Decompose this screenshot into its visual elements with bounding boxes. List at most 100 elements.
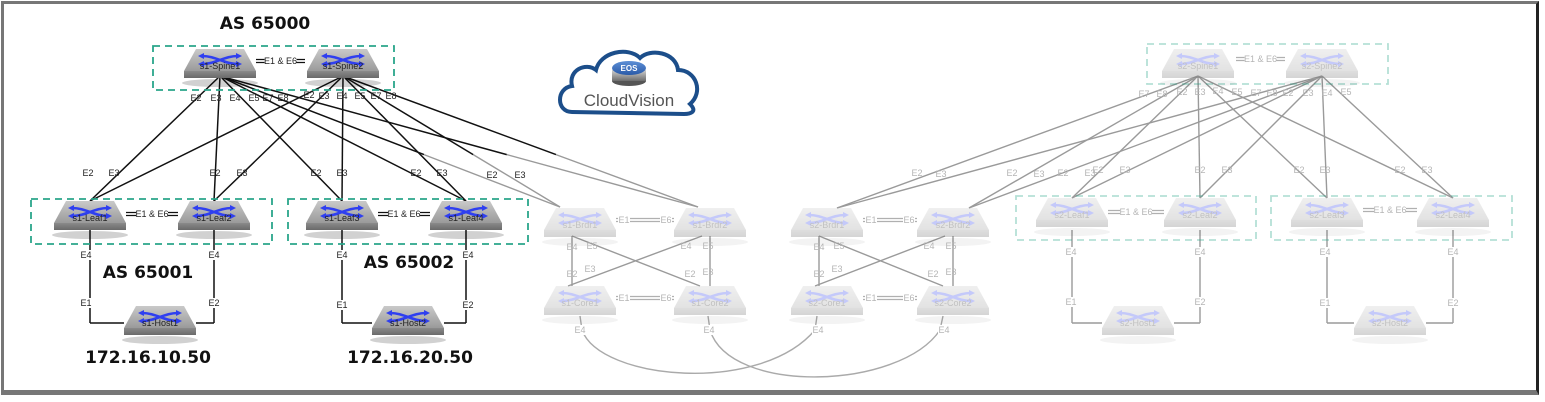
switch-label: s2-Host2 <box>1372 318 1408 328</box>
switch-s2-Leaf1[interactable]: s2-Leaf1 <box>1034 198 1110 236</box>
switch-arrows-icon <box>931 212 975 226</box>
switch-s2-Host2[interactable]: s2-Host2 <box>1352 306 1428 344</box>
spine-leaf-link <box>1197 75 1454 199</box>
eos-disk-top <box>612 61 646 75</box>
switch-arrows-icon <box>558 290 602 304</box>
port-label: E4 <box>923 241 934 251</box>
spine-border-link <box>555 153 699 208</box>
switch-s2-Leaf3[interactable]: s2-Leaf3 <box>1289 198 1365 236</box>
switch-s2-Core1[interactable]: s2-Core1 <box>789 286 865 324</box>
switch-label: s2-Spine2 <box>1302 61 1343 71</box>
port-label: E1 <box>618 293 629 303</box>
port-label: E6 <box>903 215 914 225</box>
port-label: E2 <box>190 93 201 103</box>
switch-arrows-icon <box>805 212 849 226</box>
spine-leaf-link <box>219 75 343 202</box>
port-label: E1 & E6 <box>1119 207 1152 217</box>
port-label: E2 <box>813 269 824 279</box>
switch-s1-Host1[interactable]: s1-Host1 <box>122 306 198 344</box>
switch-arrows-icon <box>192 205 236 219</box>
spine-border-link <box>472 154 561 208</box>
port-label: E4 <box>336 250 347 260</box>
port-label: E2 <box>1447 298 1458 308</box>
port-label: E5 <box>945 241 956 251</box>
spine-leaf-link <box>1197 75 1201 199</box>
port-label: E3 <box>1194 87 1205 97</box>
spine-leaf-link <box>341 75 344 202</box>
switch-s2-Spine1[interactable]: s2-Spine1 <box>1160 49 1236 87</box>
switch-s2-Leaf4[interactable]: s2-Leaf4 <box>1415 198 1491 236</box>
port-label: E2 <box>911 168 922 178</box>
port-label: E4 <box>703 325 714 335</box>
port-label: E2 <box>82 168 93 178</box>
as-groups-layer <box>30 43 1513 245</box>
port-label: E1 <box>80 298 91 308</box>
spine-border-link <box>342 75 557 156</box>
switch-label: s2-Brdr1 <box>810 220 845 230</box>
switch-s1-Host2[interactable]: s1-Host2 <box>370 306 446 344</box>
switch-s1-Leaf2[interactable]: s1-Leaf2 <box>176 201 252 239</box>
switch-s1-Core2[interactable]: s1-Core2 <box>672 286 748 324</box>
switch-s2-Host1[interactable]: s2-Host1 <box>1100 306 1176 344</box>
spine-leaf-link <box>342 75 467 202</box>
switch-s2-Brdr1[interactable]: s2-Brdr1 <box>789 208 865 246</box>
switch-s1-Core1[interactable]: s1-Core1 <box>542 286 618 324</box>
switch-arrows-icon <box>1176 53 1220 67</box>
port-label: E2 <box>566 269 577 279</box>
spine-border-link <box>423 153 561 208</box>
switch-s1-Spine2[interactable]: s1-Spine2 <box>305 49 381 87</box>
switch-s2-Core2[interactable]: s2-Core2 <box>915 286 991 324</box>
site2-leaf-group-2 <box>1270 195 1513 241</box>
port-label: E1 <box>1065 297 1076 307</box>
site2-spine-group <box>1146 43 1389 85</box>
port-label: E7 <box>1250 88 1261 98</box>
port-label: E4 <box>80 250 91 260</box>
switch-label: s1-Core1 <box>561 298 598 308</box>
switch-s1-Leaf3[interactable]: s1-Leaf3 <box>304 201 380 239</box>
port-label: E1 <box>336 300 347 310</box>
port-label: E2 <box>462 300 473 310</box>
switch-s1-Spine1[interactable]: s1-Spine1 <box>182 49 258 87</box>
spine-border-link <box>836 75 1199 209</box>
port-label: E5 <box>833 241 844 251</box>
switch-s2-Leaf2[interactable]: s2-Leaf2 <box>1162 198 1238 236</box>
port-label: E5 <box>702 241 713 251</box>
diagram-frame <box>1 1 1539 395</box>
switch-arrows-icon <box>1431 202 1475 216</box>
port-label: E1 <box>865 293 876 303</box>
switch-s1-Brdr2[interactable]: s1-Brdr2 <box>672 208 748 246</box>
port-label: E4 <box>1194 247 1205 257</box>
port-label: E5 <box>1340 87 1351 97</box>
switch-s1-Leaf4[interactable]: s1-Leaf4 <box>428 201 504 239</box>
links-layer <box>89 53 1454 378</box>
port-label: E3 <box>1033 169 1044 179</box>
switch-s1-Brdr1[interactable]: s1-Brdr1 <box>542 208 618 246</box>
spine-border-link <box>506 153 699 208</box>
spine-leaf-link <box>1071 75 1199 199</box>
port-label: E3 <box>436 168 447 178</box>
switch-arrows-icon <box>68 205 112 219</box>
switch-s2-Spine2[interactable]: s2-Spine2 <box>1284 49 1360 87</box>
port-label: E2 <box>410 168 421 178</box>
eos-disk-side <box>612 70 646 81</box>
as-65002-heading: AS 65002 <box>364 253 454 273</box>
port-label: E3 <box>108 168 119 178</box>
spine-leaf-link <box>1197 75 1328 199</box>
host1-ip-label: 172.16.10.50 <box>85 348 211 368</box>
port-label: E1 <box>1319 298 1330 308</box>
switch-arrows-icon <box>321 53 365 67</box>
core-interconnect-link <box>707 315 944 378</box>
spine-leaf-link <box>89 75 344 202</box>
port-label: E3 <box>336 168 347 178</box>
port-label: E2 <box>1057 168 1068 178</box>
switch-label: s1-Spine2 <box>323 61 364 71</box>
switch-arrows-icon <box>688 290 732 304</box>
switch-label: s2-Core2 <box>934 298 971 308</box>
port-label: E3 <box>1084 168 1095 178</box>
port-label: E3 <box>831 264 842 274</box>
switch-s2-Brdr2[interactable]: s2-Brdr2 <box>915 208 991 246</box>
switch-s1-Leaf1[interactable]: s1-Leaf1 <box>52 201 128 239</box>
spine-leaf-link <box>1199 75 1323 199</box>
switch-arrows-icon <box>1178 202 1222 216</box>
switch-label: s1-Host2 <box>390 318 426 328</box>
